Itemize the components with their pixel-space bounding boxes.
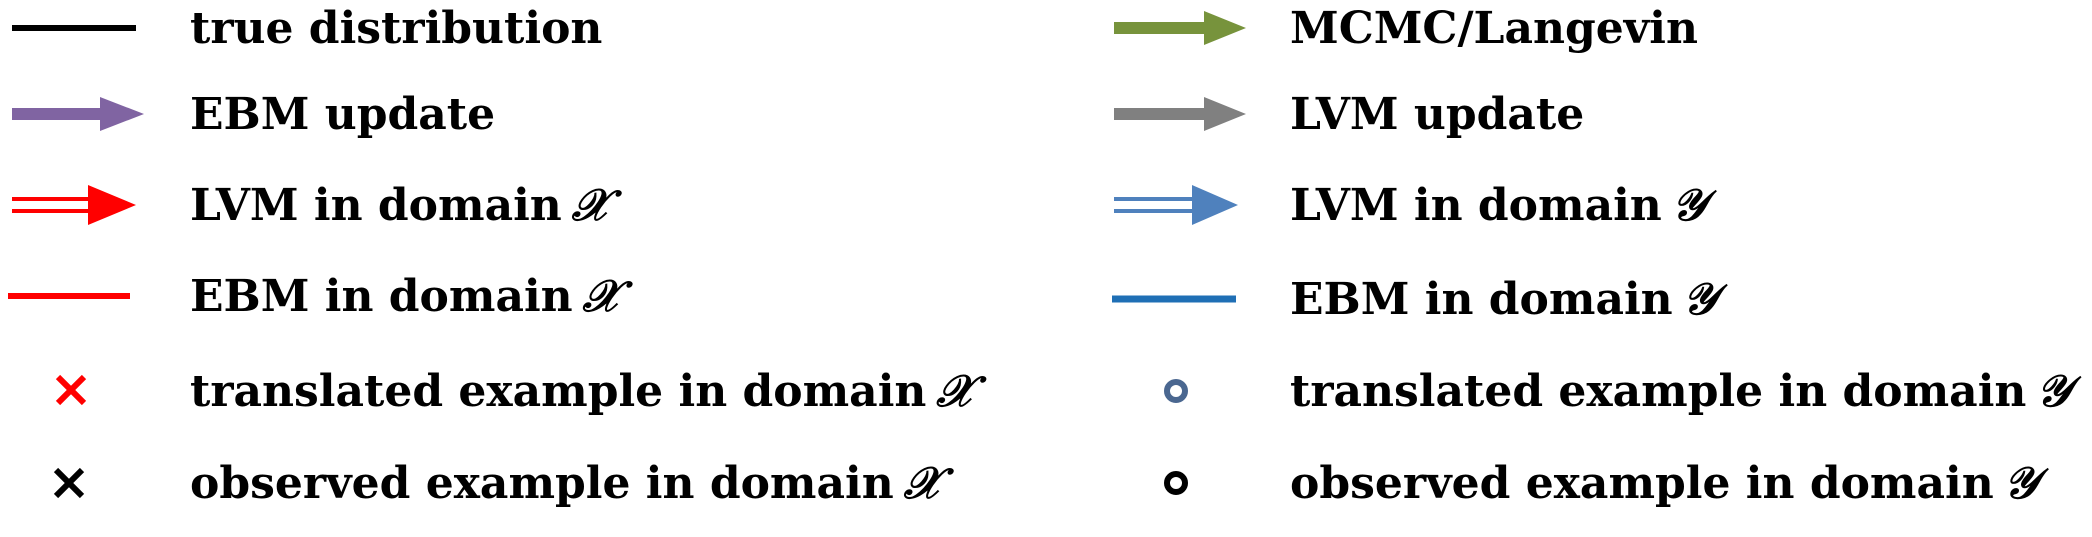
domain-y-symbol: 𝒴	[2036, 365, 2071, 417]
legend-item-ebm-update: EBM update	[0, 69, 495, 159]
legend-label: LVM update	[1290, 88, 1585, 140]
domain-x-symbol: 𝒳	[571, 179, 610, 231]
purple-arrow-icon	[0, 69, 150, 159]
blue-circle-icon	[1100, 346, 1250, 436]
red-line-icon	[0, 251, 150, 341]
legend-item-mcmc-langevin: MCMC/Langevin	[1100, 0, 1698, 73]
domain-y-symbol: 𝒴	[1682, 273, 1718, 325]
legend-item-lvm-update: LVM update	[1100, 69, 1584, 159]
domain-y-symbol: 𝒴	[2003, 457, 2039, 509]
legend-label: true distribution	[190, 2, 603, 54]
legend-label: EBM update	[190, 88, 496, 140]
gray-arrow-icon	[1100, 69, 1250, 159]
black-circle-icon	[1100, 438, 1250, 528]
domain-y-symbol: 𝒴	[1671, 179, 1707, 231]
black-cross-icon	[0, 438, 150, 528]
domain-x-symbol: 𝒳	[936, 365, 975, 417]
domain-x-symbol: 𝒳	[582, 270, 621, 322]
legend-item-true-distribution: true distribution	[0, 0, 602, 73]
red-cross-icon	[0, 346, 150, 436]
blue-line-icon	[1100, 254, 1250, 344]
blue-double-arrow-icon	[1100, 160, 1250, 250]
black-line-icon	[0, 0, 150, 73]
red-double-arrow-icon	[0, 160, 150, 250]
domain-x-symbol: 𝒳	[903, 457, 942, 509]
legend-label: MCMC/Langevin	[1290, 2, 1698, 54]
green-arrow-icon	[1100, 0, 1250, 73]
